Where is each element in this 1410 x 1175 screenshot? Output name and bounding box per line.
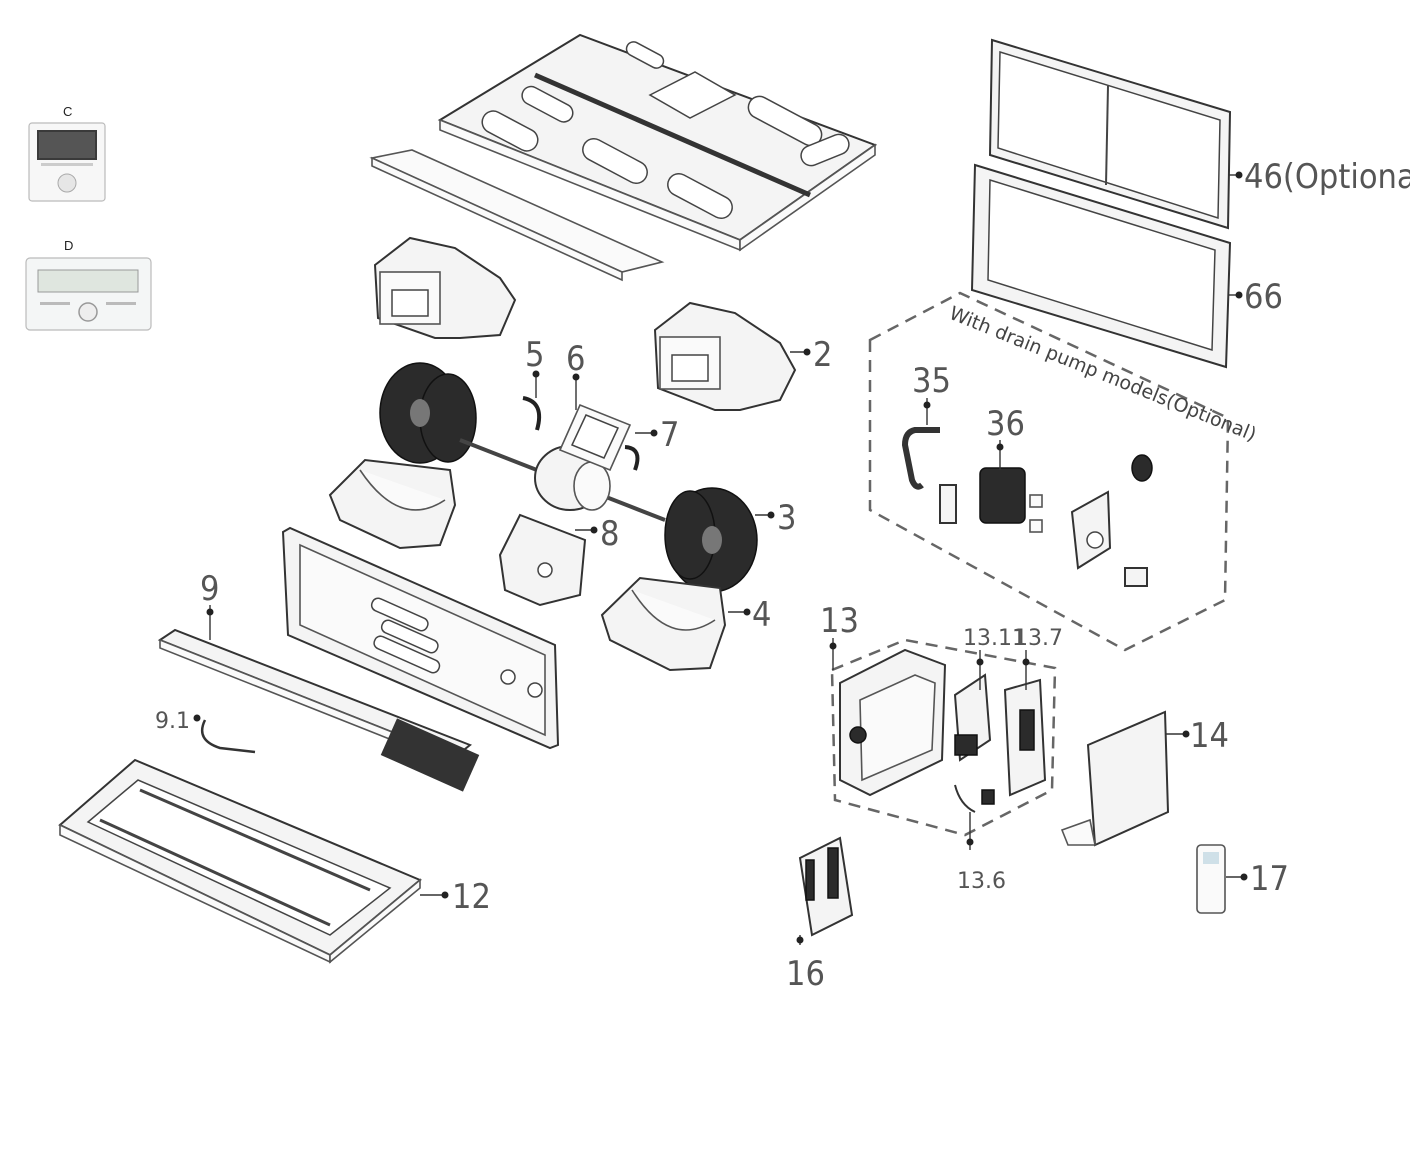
callout-66: 66 xyxy=(1244,277,1283,317)
callout-9-1: 9.1 xyxy=(155,709,190,734)
motor-clamp-7 xyxy=(624,445,640,471)
pump-fitting xyxy=(1124,567,1148,587)
callout-17: 17 xyxy=(1250,859,1289,899)
callout-5: 5 xyxy=(525,335,544,375)
callout-13-7: 13.7 xyxy=(1014,626,1063,651)
motor-base-bracket xyxy=(498,513,587,607)
connecting-wire xyxy=(954,784,976,813)
remote-controller xyxy=(1196,844,1226,914)
front-strip xyxy=(369,149,665,282)
callout-2: 2 xyxy=(813,335,832,375)
middle-partition-plate xyxy=(281,526,560,750)
callout-46: 46(Optional) xyxy=(1244,157,1410,197)
scroll-lower-right xyxy=(600,576,727,672)
fan-motor xyxy=(459,438,666,522)
controller-c-label: C xyxy=(63,104,72,119)
callout-13-6: 13.6 xyxy=(957,869,1006,894)
filter-frame xyxy=(970,163,1232,369)
blower-wheel-right xyxy=(664,487,758,593)
callout-13-11: 13.11 xyxy=(963,626,1026,651)
leaders xyxy=(193,171,1248,945)
sensor-wire xyxy=(200,719,256,754)
display-board xyxy=(798,836,854,937)
wired-controller-c: C xyxy=(28,104,106,202)
electric-box-cover xyxy=(1060,710,1170,847)
callout-3: 3 xyxy=(777,498,796,538)
drain-pan xyxy=(58,758,422,964)
motor-mount-bracket xyxy=(558,403,632,472)
callout-12: 12 xyxy=(452,877,491,917)
pump-bracket xyxy=(1070,490,1112,570)
wired-controller-d: D xyxy=(25,238,152,331)
filter-optional xyxy=(988,38,1232,230)
callout-4: 4 xyxy=(752,595,771,635)
drain-hose xyxy=(901,427,940,490)
controller-d-label: D xyxy=(64,238,73,253)
callout-36: 36 xyxy=(986,404,1025,444)
drain-pump xyxy=(979,467,1026,524)
callout-13: 13 xyxy=(820,601,859,641)
callout-6: 6 xyxy=(566,339,585,379)
callout-16: 16 xyxy=(786,954,825,994)
fan-housing-upper-right xyxy=(653,301,797,411)
callout-7: 7 xyxy=(660,415,679,455)
electrical-box-group xyxy=(830,638,1057,837)
callout-14: 14 xyxy=(1190,716,1229,756)
top-cover-panel xyxy=(437,33,878,252)
scroll-lower-left xyxy=(328,458,457,550)
fan-housing-upper-left xyxy=(373,236,517,339)
callout-35: 35 xyxy=(912,361,951,401)
callout-8: 8 xyxy=(600,514,619,554)
water-level-switch xyxy=(939,484,957,524)
callout-numbers: 2 3 4 5 6 7 8 9 9.1 12 13 13.11 13.7 13.… xyxy=(155,157,1410,994)
pump-outlet xyxy=(1131,454,1153,482)
blower-wheel-left xyxy=(379,362,477,464)
callout-9: 9 xyxy=(200,569,219,609)
motor-clamp-5 xyxy=(522,396,542,431)
evaporator-coil xyxy=(157,628,480,792)
